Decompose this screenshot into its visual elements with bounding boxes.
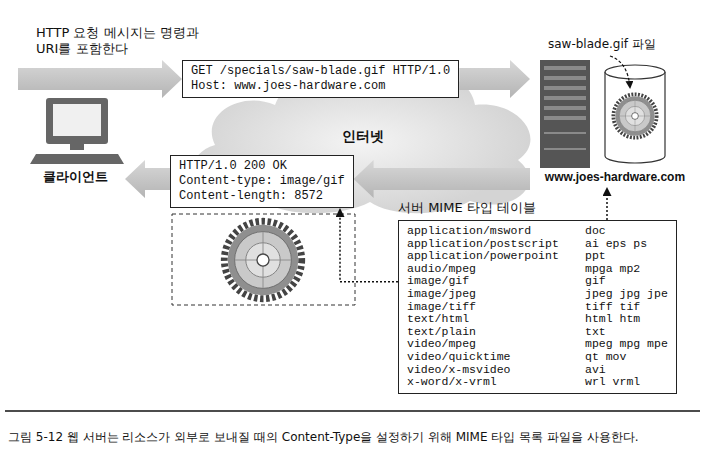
- figure-caption: 그림 5-12 웹 서버는 리소스가 외부로 보내질 때의 Content-Ty…: [8, 430, 700, 445]
- extension-cell: mpga mp2: [585, 263, 668, 276]
- mime-type-cell: video/quicktime: [407, 351, 579, 364]
- mime-type-cell: image/gif: [407, 275, 579, 288]
- extension-cell: txt: [585, 326, 668, 339]
- table-heading: 서버 MIME 타입 테이블: [398, 200, 677, 216]
- extension-cell: wrl vrml: [585, 376, 668, 389]
- http-line: HTTP/1.0 200 OK: [179, 159, 345, 174]
- leader-line: [610, 56, 630, 88]
- extension-cell: gif: [585, 275, 668, 288]
- extension-cell: ai eps ps: [585, 238, 668, 251]
- computer-icon: [30, 98, 124, 164]
- dotted-arrow: [340, 209, 398, 282]
- http-message-box: HTTP/1.0 200 OKContent-type: image/gifCo…: [170, 155, 354, 208]
- mime-type-cell: image/tiff: [407, 301, 579, 314]
- file-label: saw-blade.gif 파일: [548, 37, 688, 52]
- table-grid: application/msword doc application/postscr…: [398, 220, 677, 394]
- block-arrow: [354, 160, 530, 198]
- mime-type-cell: application/powerpoint: [407, 250, 579, 263]
- http-line: Host: www.joes-hardware.com: [191, 79, 450, 94]
- http-line: Content-length: 8572: [179, 189, 345, 204]
- mime-type-cell: image/jpeg: [407, 288, 579, 301]
- extension-cell: mpeg mpg mpe: [585, 338, 668, 351]
- client-node: 클라이언트: [25, 95, 125, 185]
- caption-rule: [5, 410, 700, 412]
- cloud-label: 인터넷: [342, 127, 384, 145]
- extension-cell: tiff tif: [585, 301, 668, 314]
- dotted-arrow: [606, 188, 608, 220]
- mime-type-cell: video/x-msvideo: [407, 364, 579, 377]
- mime-type-cell: audio/mpeg: [407, 263, 579, 276]
- extension-cell: html htm: [585, 313, 668, 326]
- extension-cell: avi: [585, 364, 668, 377]
- server-node: www.joes-hardware.com: [530, 50, 700, 185]
- block-arrow: [459, 60, 530, 98]
- block-arrow: [18, 60, 182, 98]
- annotation-label: HTTP 요청 메시지는 명령과 URI를 포함한다: [36, 25, 216, 57]
- block-arrow: [125, 160, 170, 198]
- mime-type-cell: application/msword: [407, 225, 579, 238]
- http-line: GET /specials/saw-blade.gif HTTP/1.0: [191, 64, 450, 79]
- saw-image: [224, 221, 301, 298]
- mime-table: 서버 MIME 타입 테이블application/msworddocappli…: [398, 200, 677, 394]
- mime-type-cell: video/mpeg: [407, 338, 579, 351]
- http-message-box: GET /specials/saw-blade.gif HTTP/1.0Host…: [182, 60, 459, 98]
- http-line: Content-type: image/gif: [179, 174, 345, 189]
- mime-type-cell: text/html: [407, 313, 579, 326]
- extension-cell: qt mov: [585, 351, 668, 364]
- client-label: 클라이언트: [43, 169, 108, 185]
- extension-cell: jpeg jpg jpe: [585, 288, 668, 301]
- mime-type-cell: x-word/x-vrml: [407, 376, 579, 389]
- extension-cell: ppt: [585, 250, 668, 263]
- server-icon: [540, 60, 665, 168]
- image-box: [172, 214, 355, 305]
- mime-type-cell: application/postscript: [407, 238, 579, 251]
- mime-type-cell: text/plain: [407, 326, 579, 339]
- extension-cell: doc: [585, 225, 668, 238]
- server-label: www.joes-hardware.com: [545, 170, 685, 185]
